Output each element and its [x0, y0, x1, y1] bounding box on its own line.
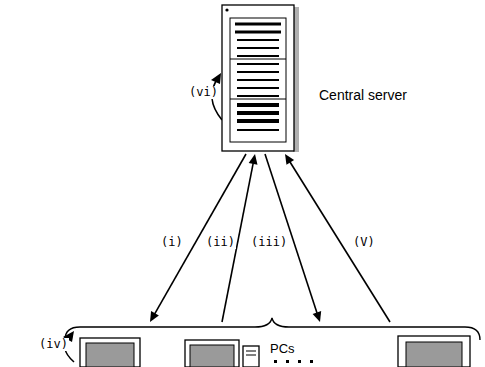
laptop — [398, 336, 470, 367]
server-icon — [221, 4, 301, 154]
arrow-head — [211, 73, 221, 84]
group-label: PCs — [270, 342, 295, 356]
edge-label: (iii) — [250, 236, 288, 249]
callout-number: (iv) — [38, 338, 69, 351]
edge-label: (ii) — [205, 236, 236, 249]
edge-label: (V) — [352, 236, 376, 249]
server-tower: Central server — [221, 4, 301, 154]
callout-number: (vi) — [188, 86, 219, 99]
arrow-connector — [285, 154, 390, 322]
ellipsis-dots — [274, 360, 313, 363]
crt-monitor — [80, 338, 140, 367]
edge-label: (i) — [160, 236, 184, 249]
node-label: Central server — [319, 88, 407, 103]
arrow-connector — [150, 154, 246, 322]
desktop-pc — [185, 340, 259, 367]
pc-group: PCs — [62, 322, 482, 367]
